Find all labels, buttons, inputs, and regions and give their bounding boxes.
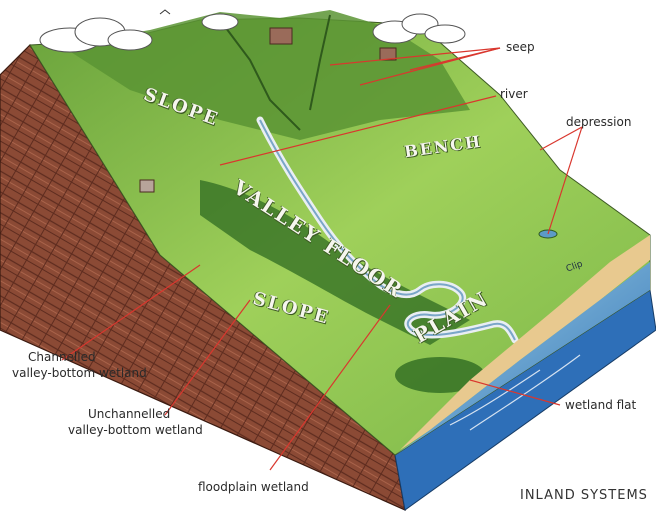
unchannelled-label-line1: Unchannelled [88, 407, 170, 421]
wetland-flat-label: wetland flat [565, 398, 636, 412]
seep-label: seep [506, 40, 535, 54]
floodplain-label: floodplain wetland [198, 480, 309, 494]
river-label: river [500, 87, 528, 101]
channelled-label-line2: valley-bottom wetland [12, 366, 147, 380]
channelled-label-line1: Channelled [28, 350, 96, 364]
diagram-title: INLAND SYSTEMS [520, 488, 648, 503]
depression-label: depression [566, 115, 631, 129]
unchannelled-label-line2: valley-bottom wetland [68, 423, 203, 437]
